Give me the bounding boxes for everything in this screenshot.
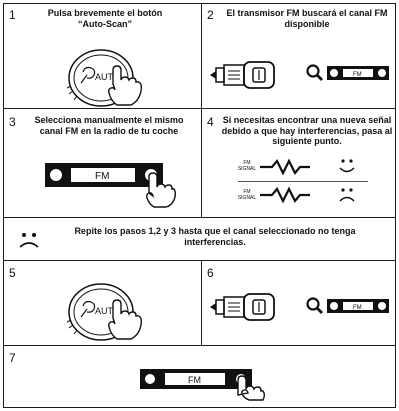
hand-press-icon xyxy=(108,65,143,106)
divider xyxy=(3,108,396,109)
divider xyxy=(3,260,396,261)
step-number: 3 xyxy=(9,115,16,129)
magnifier-icon xyxy=(306,297,323,314)
fm-display-icon: FM xyxy=(327,66,389,80)
divider xyxy=(201,260,202,345)
hand-press-icon xyxy=(237,375,266,401)
happy-face-icon xyxy=(339,159,355,173)
divider xyxy=(238,181,368,182)
repeat-note: Repite los pasos 1,2 y 3 hasta que el ca… xyxy=(74,226,356,247)
hand-press-icon xyxy=(108,299,143,340)
step-number: 5 xyxy=(9,266,16,280)
signal-wave-icon xyxy=(260,158,310,176)
auto-label: AUTO xyxy=(95,306,120,316)
fm-transmitter-icon xyxy=(210,293,275,321)
fm-display-icon: FM xyxy=(140,369,266,401)
auto-scan-button-illustration: AUTO xyxy=(66,283,143,341)
fm-label: FM xyxy=(353,305,362,311)
hand-press-icon xyxy=(146,172,177,208)
divider xyxy=(3,217,396,218)
step-number: 4 xyxy=(207,115,214,129)
fm-display-icon: FM xyxy=(327,299,389,313)
step-number: 1 xyxy=(9,8,16,22)
divider xyxy=(201,3,202,217)
auto-scan-button-illustration: AUTO xyxy=(66,49,143,107)
sad-face-icon xyxy=(19,233,39,248)
fm-label: FM xyxy=(188,375,201,385)
instruction-sheet xyxy=(3,3,396,408)
step-number: 6 xyxy=(207,266,214,280)
magnifier-icon xyxy=(306,64,323,81)
step-number: 7 xyxy=(9,351,16,365)
sad-face-icon xyxy=(339,188,355,202)
signal-label: FM SIGNAL xyxy=(237,189,257,201)
fm-label: FM xyxy=(95,171,109,182)
step-text: Pulsa brevemente el botón “Auto-Scan” xyxy=(47,8,163,29)
step-text: Selecciona manualmente el mismo canal FM… xyxy=(34,115,184,136)
divider xyxy=(3,345,396,346)
step-number: 2 xyxy=(207,8,214,22)
fm-display-icon: FM xyxy=(45,163,177,208)
fm-label: FM xyxy=(353,72,362,78)
auto-label: AUTO xyxy=(95,72,120,82)
step-text: El transmisor FM buscará el canal FM dis… xyxy=(226,8,388,29)
signal-label: FM SIGNAL xyxy=(237,160,257,172)
signal-wave-icon xyxy=(260,186,310,204)
fm-transmitter-icon xyxy=(210,61,275,89)
step-text: Si necesitas encontrar una nueva señal d… xyxy=(221,115,393,146)
